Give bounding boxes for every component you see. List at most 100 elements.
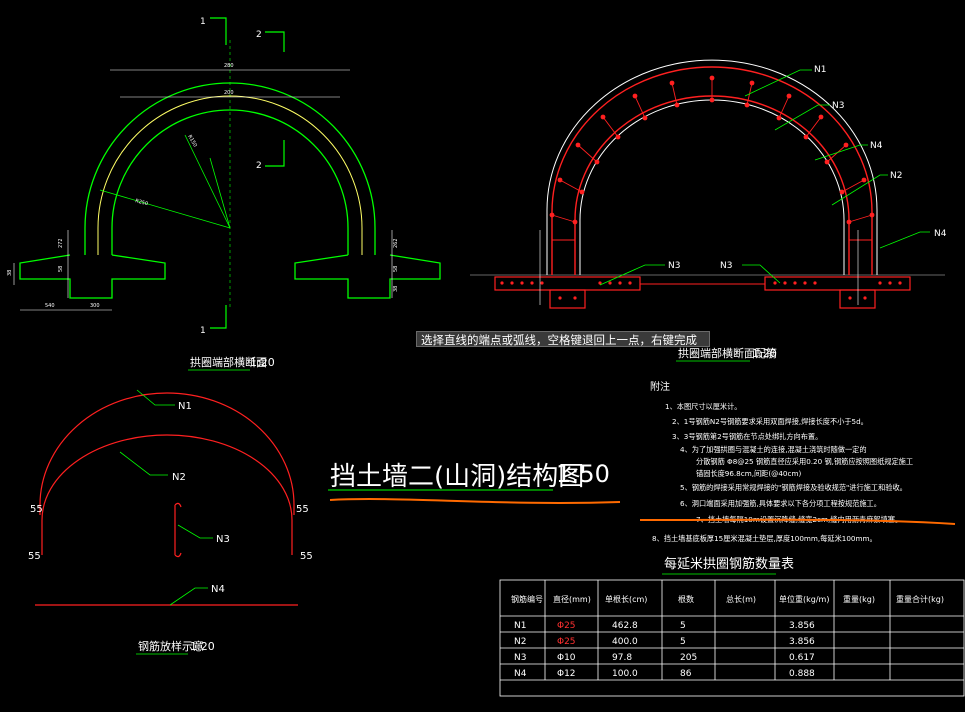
radius-line (99, 189, 231, 229)
arch-intrados-line (97, 95, 363, 255)
note-highlight-stroke (639, 518, 956, 525)
table-header: 重量合计(kg) (896, 594, 944, 604)
sample-dim: 55 (296, 504, 309, 515)
leader-n3-mid (742, 264, 781, 284)
rebar-tag: N3 (216, 534, 230, 545)
table-cell: 0.888 (789, 669, 815, 679)
rebar-tag: N2 (890, 171, 902, 181)
rebar-tag: N1 (178, 401, 192, 412)
main-scale: 1:50 (556, 460, 610, 488)
note-line: 1、本图尺寸以厘米计。 (665, 402, 741, 411)
command-tooltip: 选择直线的端点或弧线，空格键退回上一点，右键完成 (416, 331, 710, 347)
table-cell: Φ10 (557, 653, 576, 663)
table-cell: 462.8 (612, 621, 638, 631)
rebar-sample-label: 钢筋放样示意 (138, 639, 204, 653)
table-cell: 100.0 (612, 669, 638, 679)
dimension-text: 200 (224, 90, 234, 96)
end-rebar-label: 拱圈端部横断面配筋 (678, 346, 777, 360)
rebar-sample-drawing: N1 N2 N3 N4 55 55 55 55 钢筋放样示意 1:20 (28, 389, 313, 655)
table-cell: 5 (680, 637, 686, 647)
leader-n4 (814, 144, 868, 161)
table-cell: N4 (514, 669, 527, 679)
rebar-n3-stirrups (551, 78, 873, 241)
table-header: 单根长(cm) (605, 594, 647, 604)
dimension-text: 280 (224, 63, 234, 69)
dimension-text: 38 (7, 270, 13, 276)
table-header: 直径(mm) (553, 594, 591, 604)
table-cell: 400.0 (612, 637, 638, 647)
sample-dim: 55 (28, 551, 41, 562)
arch-outer-outline (84, 82, 376, 255)
note-line: 3、3号钢筋第2号钢筋在节点处绑扎方向布置。 (672, 432, 822, 441)
section-mark-label: 2 (256, 161, 262, 171)
section-cut-mark (265, 140, 285, 167)
radius-line (184, 134, 231, 229)
rebar-tag: N3 (668, 261, 680, 271)
dimension-text: 272 (58, 238, 64, 248)
rebar-arch-inner (579, 99, 845, 275)
dimension-text: 58 (58, 266, 64, 272)
table-cell: N3 (514, 653, 526, 663)
leader-n3 (774, 104, 830, 131)
sample-dim: 55 (300, 551, 313, 562)
sample-n1 (39, 392, 295, 515)
rebar-tag: N4 (870, 141, 883, 151)
dimension-text: 58 (393, 266, 399, 272)
table-cell: 3.856 (789, 621, 815, 631)
rebar-tag: N4 (934, 229, 947, 239)
leader-sample-n3 (177, 524, 213, 539)
note-line: 锚固长度96.8cm,间距(@40cm) (696, 469, 801, 478)
table-cell: Φ25 (557, 621, 576, 631)
title-highlight-stroke (329, 498, 621, 504)
rebar-arch-outer (546, 59, 878, 275)
main-title-block: 挡土墙二(山洞)结构图 1:50 (328, 460, 621, 504)
dimension-text: R250 (134, 198, 148, 207)
table-cell: N1 (514, 621, 526, 631)
leader-n4-right (879, 231, 930, 249)
left-footing (19, 254, 166, 299)
rebar-footings (494, 276, 911, 309)
section-cut-mark (265, 31, 285, 52)
end-section-label: 拱圈端部横断面 (190, 355, 267, 369)
table-cell: 205 (680, 653, 697, 663)
right-footing (294, 254, 441, 299)
table-header: 单位重(kg/m) (779, 594, 829, 604)
note-line: 6、洞口端面采用加强筋,具体要求以下各分项工程按规范施工。 (680, 499, 881, 508)
section-cut-mark (210, 17, 227, 45)
table-cell: N2 (514, 637, 526, 647)
rebar-n1 (551, 66, 873, 275)
notes-block: 附注 1、本图尺寸以厘米计。 2、1号钢筋N2号钢筋要求采用双面焊接,焊接长度不… (639, 380, 956, 543)
section-mark-label: 1 (200, 17, 206, 27)
dimension-text: 300 (90, 303, 100, 309)
table-header: 重量(kg) (843, 594, 875, 604)
quantity-table: 每延米拱圈钢筋数量表 钢筋编号 直径(mm) 单根长(cm) 根数 总长(m) … (499, 556, 965, 697)
end-section-scale: 1:20 (250, 356, 275, 369)
end-rebar-scale: 1:20 (752, 347, 777, 360)
dimension-text: R150 (186, 134, 198, 148)
section-mark-label: 1 (200, 326, 206, 336)
radius-line (209, 157, 231, 229)
dimension-text: 540 (45, 303, 55, 309)
rebar-tag: N4 (211, 584, 225, 595)
note-line: 8、挡土墙基底板厚15厘米混凝土垫层,厚度100mm,每延米100mm。 (652, 534, 877, 543)
table-cell: 86 (680, 669, 692, 679)
note-line: 2、1号钢筋N2号钢筋要求采用双面焊接,焊接长度不小于5d。 (672, 417, 868, 426)
note-line: 分散钢筋 Φ8@25 钢筋直径应采用0.20 钢,钢筋应按照图纸规定施工 (696, 457, 913, 466)
table-header: 总长(m) (726, 594, 756, 604)
dimension-text: 262 (393, 238, 399, 248)
table-title: 每延米拱圈钢筋数量表 (664, 556, 794, 572)
leader-sample-n1 (136, 389, 175, 406)
rebar-arrangement-drawing: N1 N3 N4 N2 N4 N3 N3 拱圈端部横断面配筋 1:20 (470, 59, 947, 362)
rebar-tag: N3 (720, 261, 732, 271)
sample-n3 (174, 502, 182, 558)
section-mark-label: 2 (256, 30, 262, 40)
sample-dim: 55 (30, 504, 43, 515)
notes-heading: 附注 (650, 380, 670, 393)
end-section-drawing: 1 2 2 1 280 2 (7, 17, 441, 371)
table-header: 根数 (678, 594, 694, 604)
note-line: 4、为了加强拱圈与混凝土的连接,混凝土浇筑时随做一定的 (680, 445, 867, 454)
table-header: 钢筋编号 (511, 594, 543, 604)
sample-n2 (41, 434, 293, 555)
